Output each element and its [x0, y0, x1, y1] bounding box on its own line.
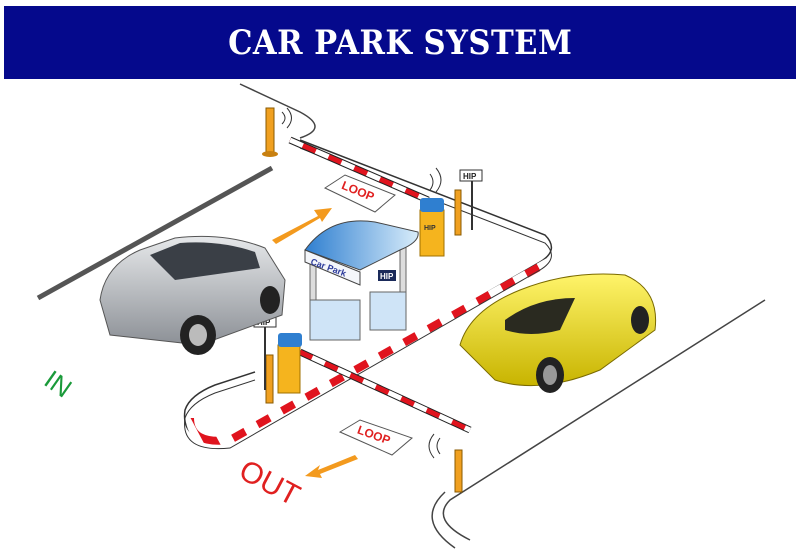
road-edges: [36, 83, 766, 549]
loop-sign-bottom: LOOP: [338, 419, 413, 456]
island-curb: [183, 139, 553, 450]
parking-booth: Car Park HIP: [304, 220, 419, 341]
exit-barrier: HIP: [253, 315, 472, 493]
hip-sign-left: HIP: [257, 318, 271, 327]
exit-label: OUT: [234, 454, 305, 513]
entry-label: IN: [39, 364, 78, 403]
hip-sign-top: HIP: [463, 172, 477, 181]
entry-barrier: HIP HIP: [262, 107, 483, 257]
exit-arrow-icon: [305, 455, 358, 478]
entry-arrow-icon: [272, 208, 332, 244]
silver-suv: [99, 235, 286, 355]
page-title: CAR PARK SYSTEM: [227, 22, 573, 63]
barrier-hip-label: HIP: [424, 225, 436, 232]
yellow-sports-car: [459, 273, 657, 393]
booth-hip-label: HIP: [380, 272, 394, 281]
title-banner: CAR PARK SYSTEM: [4, 6, 796, 79]
